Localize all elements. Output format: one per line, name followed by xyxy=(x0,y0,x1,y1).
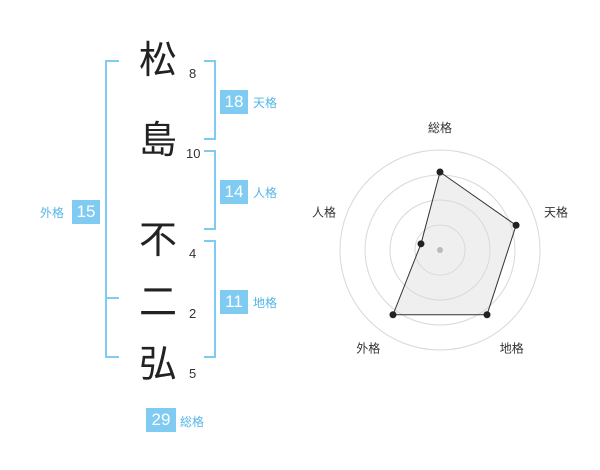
chikaku-label: 地格 xyxy=(253,296,278,310)
jinkaku-badge: 14 xyxy=(220,180,248,204)
radar-point xyxy=(417,240,425,248)
gaikaku-bracket xyxy=(105,60,119,358)
gaikaku-label: 外格 xyxy=(40,206,65,220)
chikaku-bracket xyxy=(204,240,216,358)
tenkaku-badge: 18 xyxy=(220,90,248,114)
jinkaku-bracket xyxy=(204,150,216,230)
stroke-count-3: 4 xyxy=(189,246,197,261)
radar-point xyxy=(483,311,491,319)
radar-axis-label: 外格 xyxy=(356,341,380,356)
radar-axis-label: 人格 xyxy=(312,204,336,219)
name-char-2: 島 xyxy=(138,118,177,162)
radar-axis-label: 総格 xyxy=(428,120,452,135)
radar-ring xyxy=(339,149,541,351)
gaikaku-badge: 15 xyxy=(72,200,100,224)
name-char-5: 弘 xyxy=(138,342,177,386)
radar-ring xyxy=(389,199,491,301)
jinkaku-label: 人格 xyxy=(253,186,278,200)
radar-point xyxy=(436,168,444,176)
bracket-separator xyxy=(105,297,119,299)
tenkaku-bracket xyxy=(204,60,216,140)
radar-ring xyxy=(414,224,466,276)
radar-area xyxy=(392,171,517,316)
radar-axis-label: 地格 xyxy=(500,341,524,356)
stroke-count-5: 5 xyxy=(189,366,197,381)
soukaku-badge: 29 xyxy=(146,408,176,432)
radar-axis-label: 天格 xyxy=(544,204,568,219)
tenkaku-label: 天格 xyxy=(253,96,278,110)
stroke-count-1: 8 xyxy=(189,66,197,81)
radar-center xyxy=(437,247,443,253)
name-char-3: 不 xyxy=(138,218,177,262)
chikaku-badge: 11 xyxy=(220,290,248,314)
soukaku-label: 総格 xyxy=(180,415,205,429)
stroke-count-2: 10 xyxy=(186,146,201,161)
radar-point xyxy=(512,221,520,229)
name-char-1: 松 xyxy=(138,38,177,82)
radar-point xyxy=(389,311,397,319)
name-char-4: 二 xyxy=(138,280,177,324)
stroke-count-4: 2 xyxy=(189,306,197,321)
